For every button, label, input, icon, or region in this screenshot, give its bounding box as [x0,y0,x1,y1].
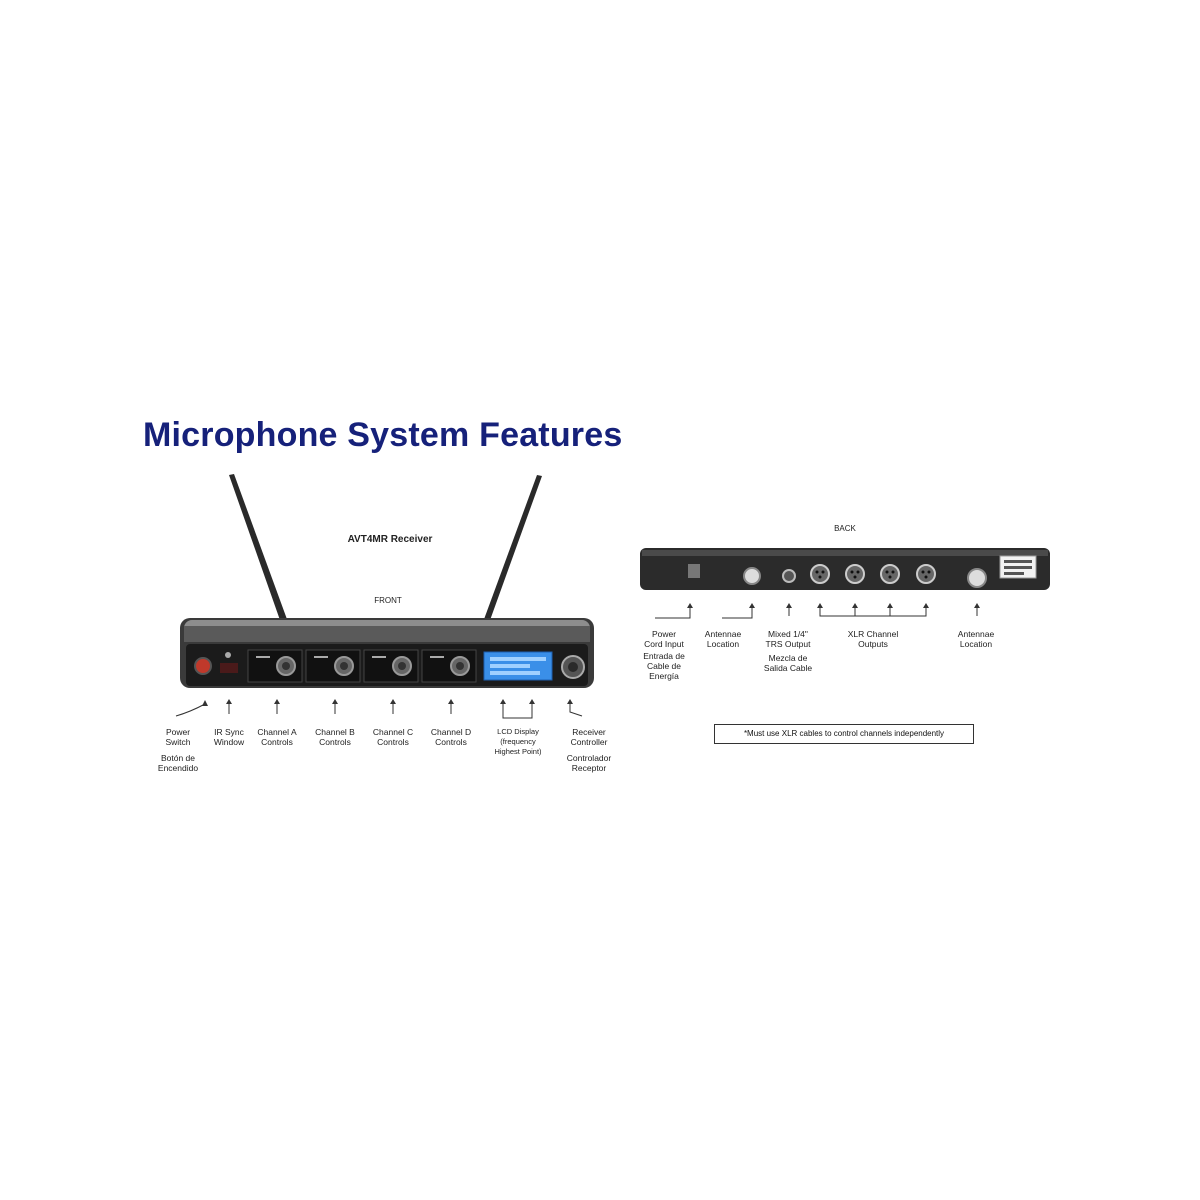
xlr-output-3 [880,564,900,584]
xlr-output-2 [845,564,865,584]
back-callout-lines [655,603,980,619]
antenna-connector-left [743,567,761,585]
channel-d-panel [421,649,477,683]
xlr-output-4 [916,564,936,584]
front-callout-lines [175,699,583,719]
channel-a-panel [247,649,303,683]
front-view-label: FRONT [374,596,402,605]
back-view-label: BACK [834,524,856,533]
antenna-connector-right [967,568,987,588]
channel-c-panel [363,649,419,683]
channel-b-panel [305,649,361,683]
ir-sync-window [220,663,238,673]
xlr-output-1 [810,564,830,584]
front-model-label: AVT4MR Receiver [347,534,433,545]
page-title: Microphone System Features [143,416,623,454]
xlr-note-box: *Must use XLR cables to control channels… [714,724,974,744]
trs-output-jack [782,569,796,583]
lcd-display [483,651,553,681]
front-receiver-unit [180,618,594,688]
left-antenna [229,474,288,623]
power-button [194,657,212,675]
back-receiver-unit [640,548,1050,590]
right-antenna [483,475,542,623]
power-cord-socket [688,564,700,578]
